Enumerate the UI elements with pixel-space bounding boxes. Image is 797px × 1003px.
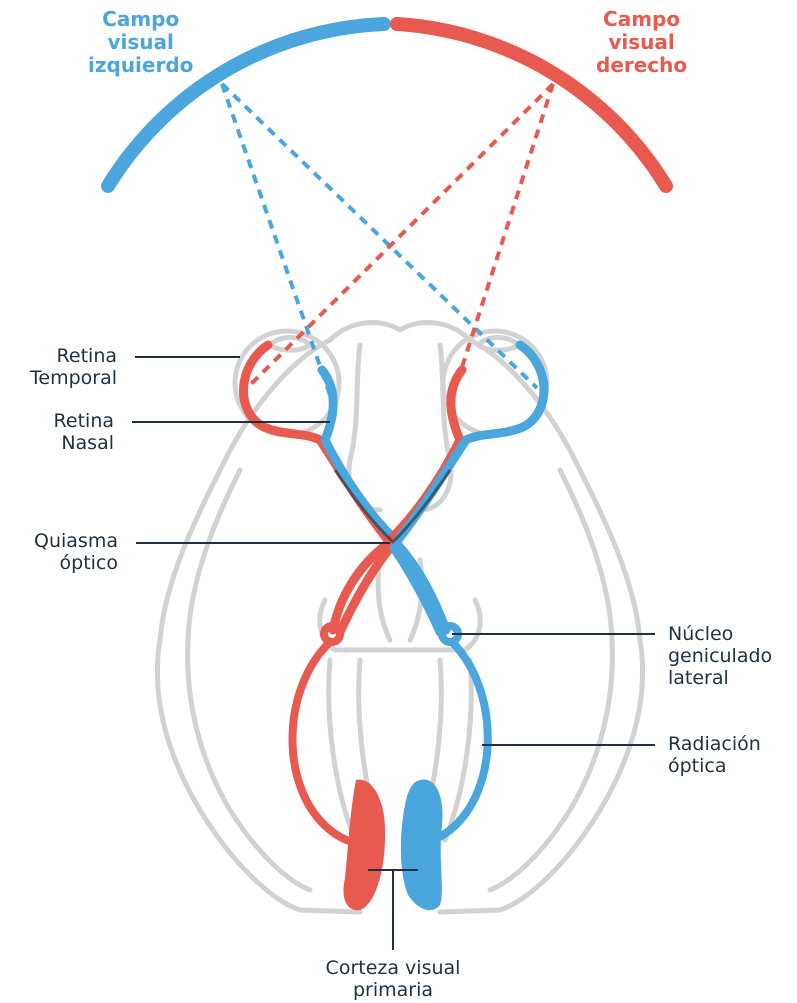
right-field-line-2: visual bbox=[596, 31, 687, 54]
label-quiasma: Quiasma óptico bbox=[34, 530, 118, 574]
label-retina-temporal-l2: Temporal bbox=[30, 367, 117, 389]
label-corteza: Corteza visual primaria bbox=[293, 957, 493, 1001]
label-radiacion: Radiación óptica bbox=[668, 733, 761, 777]
left-visual-field-label: Campo visual izquierdo bbox=[88, 8, 193, 77]
label-corteza-l2: primaria bbox=[293, 979, 493, 1001]
eyes bbox=[235, 331, 547, 435]
leader-lines bbox=[132, 357, 655, 950]
right-lens bbox=[478, 338, 518, 351]
label-retina-nasal-l2: Nasal bbox=[54, 432, 114, 454]
label-retina-temporal-l1: Retina bbox=[30, 345, 117, 367]
brain-outline bbox=[157, 323, 642, 912]
right-retina-nasal bbox=[451, 370, 462, 440]
label-nucleo-l2: geniculado bbox=[668, 645, 772, 667]
left-field-line-1: Campo bbox=[88, 8, 193, 31]
cortex-right bbox=[401, 779, 443, 910]
left-retina-nasal bbox=[322, 370, 333, 440]
label-radiacion-l2: óptica bbox=[668, 755, 761, 777]
label-nucleo-l3: lateral bbox=[668, 667, 772, 689]
right-field-line-3: derecho bbox=[596, 54, 687, 77]
nerve-left-nasal bbox=[325, 440, 395, 540]
label-nucleo-l1: Núcleo bbox=[668, 623, 772, 645]
label-quiasma-l1: Quiasma bbox=[34, 530, 118, 552]
label-nucleo: Núcleo geniculado lateral bbox=[668, 623, 772, 689]
brain-occipital bbox=[329, 660, 472, 840]
label-retina-nasal-l1: Retina bbox=[54, 410, 114, 432]
optic-tracts bbox=[333, 545, 446, 632]
cortex-left bbox=[343, 780, 385, 911]
left-retina-temporal bbox=[243, 345, 320, 440]
brain-outer-contour bbox=[157, 340, 642, 912]
brain-gyrus-right bbox=[490, 470, 612, 890]
right-visual-field-label: Campo visual derecho bbox=[596, 8, 687, 77]
optic-nerves bbox=[320, 440, 466, 540]
brain-gyrus-left bbox=[188, 470, 310, 890]
left-field-line-3: izquierdo bbox=[88, 54, 193, 77]
label-corteza-l1: Corteza visual bbox=[293, 957, 493, 979]
label-retina-nasal: Retina Nasal bbox=[54, 410, 114, 454]
right-field-line-1: Campo bbox=[596, 8, 687, 31]
ray-right-to-left-eye bbox=[242, 84, 553, 393]
label-radiacion-l1: Radiación bbox=[668, 733, 761, 755]
label-retina-temporal: Retina Temporal bbox=[30, 345, 117, 389]
left-field-line-2: visual bbox=[88, 31, 193, 54]
label-quiasma-l2: óptico bbox=[34, 552, 118, 574]
